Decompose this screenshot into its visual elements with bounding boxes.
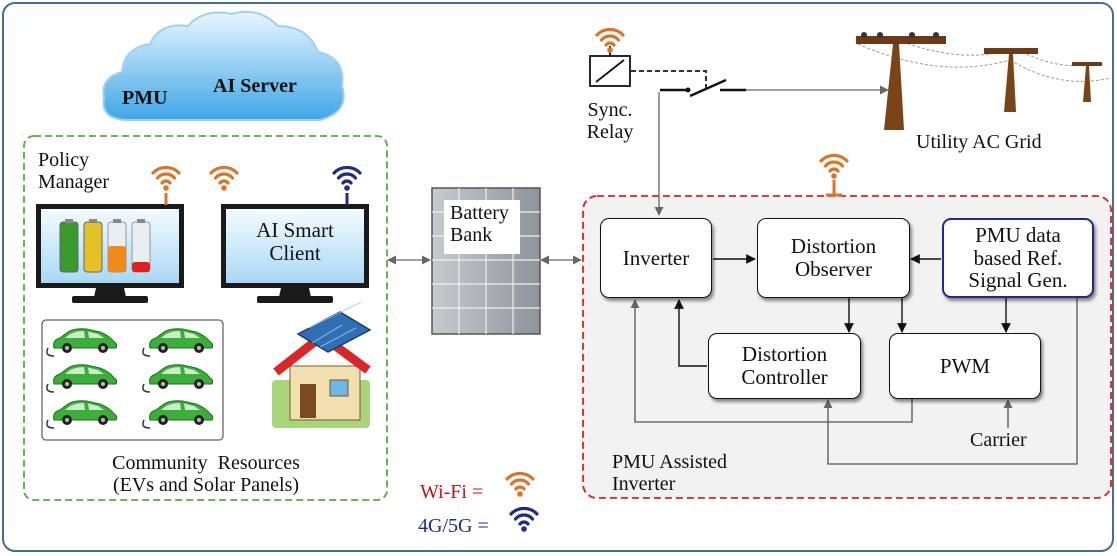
distortion-observer-block: Distortion Observer bbox=[757, 218, 910, 298]
pwm-block: PWM bbox=[889, 333, 1041, 399]
pwm-to-inverter bbox=[630, 299, 913, 423]
monitor-icon bbox=[221, 204, 369, 303]
pmu-signal-gen-label: PMU data based Ref. Signal Gen. bbox=[968, 222, 1068, 293]
distortion-controller-block: Distortion Controller bbox=[708, 333, 861, 399]
legend-cellular-label: 4G/5G = bbox=[418, 515, 489, 537]
pmu-signal-gen-block: PMU data based Ref. Signal Gen. bbox=[942, 218, 1094, 298]
relay-label: Sync. Relay bbox=[586, 99, 634, 143]
distortion-observer-label: Distortion Observer bbox=[790, 234, 877, 281]
controller-to-inverter bbox=[674, 299, 707, 367]
power-pole-icon bbox=[856, 32, 1111, 130]
ai-client-label: AI Smart Client bbox=[256, 218, 334, 265]
inverter-block: Inverter bbox=[600, 218, 712, 298]
carrier-label: Carrier bbox=[970, 429, 1027, 451]
inverter-label: Inverter bbox=[622, 245, 690, 270]
house-solar-icon bbox=[272, 301, 372, 428]
cloud-label-server: AI Server bbox=[213, 75, 297, 97]
switch-icon bbox=[660, 78, 746, 98]
battery-label-bg bbox=[444, 200, 520, 254]
battery-bank-label: Battery Bank bbox=[450, 202, 509, 246]
signalgen-to-controller bbox=[823, 298, 1078, 465]
pwm-label: PWM bbox=[939, 353, 991, 378]
cloud-label-pmu: PMU bbox=[122, 87, 168, 109]
battery-icon bbox=[59, 219, 151, 273]
legend-wifi-label: Wi-Fi = bbox=[420, 481, 484, 503]
relay-control-line bbox=[631, 70, 707, 90]
distortion-controller-label: Distortion Controller bbox=[741, 342, 828, 389]
policy-manager-label: Policy Manager bbox=[38, 149, 110, 193]
grid-label: Utility AC Grid bbox=[916, 131, 1042, 153]
community-caption: Community Resources (EVs and Solar Panel… bbox=[112, 452, 300, 496]
relay-icon bbox=[589, 46, 631, 87]
inverter-group-caption: PMU Assisted Inverter bbox=[612, 451, 728, 495]
community-group-border bbox=[23, 135, 388, 501]
cloud-icon bbox=[102, 10, 345, 121]
